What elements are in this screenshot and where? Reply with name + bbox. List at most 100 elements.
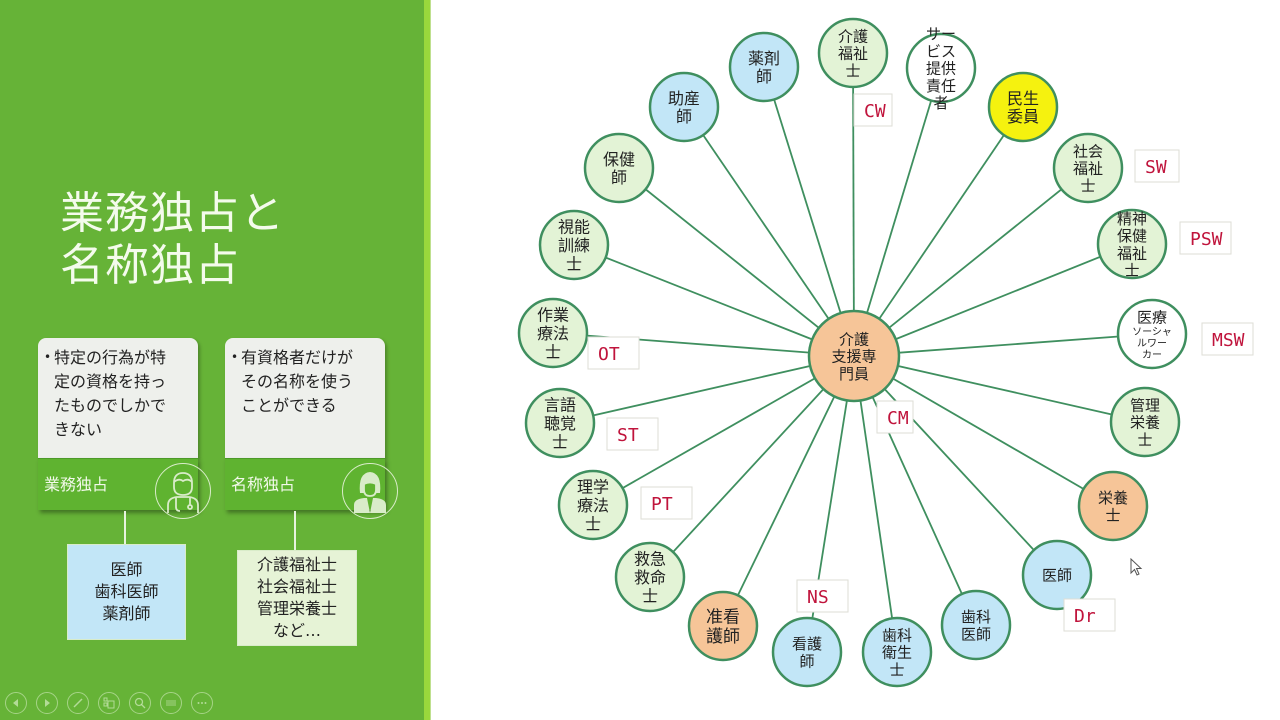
svg-text:歯科: 歯科 [961, 608, 991, 626]
svg-text:士: 士 [552, 432, 568, 451]
card-description: • 有資格者だけが その名称を使う ことができる [225, 338, 385, 458]
svg-text:ルワー: ルワー [1137, 338, 1167, 349]
see-all-slides-button[interactable] [98, 692, 120, 714]
gyomu-dokusen-examples: 医師 歯科医師 薬剤師 [67, 544, 186, 640]
node-ishi: 医師 [1021, 539, 1093, 611]
svg-text:士: 士 [1080, 177, 1095, 195]
svg-text:民生: 民生 [1007, 89, 1039, 108]
svg-text:CW: CW [864, 101, 886, 122]
svg-text:PT: PT [651, 494, 673, 515]
svg-text:士: 士 [1137, 431, 1152, 449]
node-kanri-eiyoshi: 管理栄養士 [1109, 386, 1181, 458]
node-shakai-fukushishi: 社会福祉士 [1052, 132, 1124, 204]
mouse-cursor-icon [1130, 558, 1143, 576]
svg-text:ビス: ビス [926, 42, 956, 60]
svg-text:MSW: MSW [1212, 330, 1245, 351]
svg-text:OT: OT [598, 344, 620, 365]
svg-text:医師: 医師 [1042, 567, 1072, 585]
svg-text:介護: 介護 [838, 27, 868, 45]
svg-text:医師: 医師 [961, 625, 991, 643]
svg-text:聴覚: 聴覚 [544, 414, 576, 433]
svg-text:SW: SW [1145, 157, 1167, 178]
svg-text:理学: 理学 [577, 478, 609, 497]
previous-slide-button[interactable] [5, 692, 27, 714]
subtitles-button[interactable] [160, 692, 182, 714]
bullet-icon: • [44, 350, 52, 364]
svg-text:栄養: 栄養 [1130, 414, 1160, 432]
svg-text:福祉: 福祉 [1117, 244, 1147, 262]
svg-text:師: 師 [676, 107, 692, 126]
abbr-msw: MSW [1201, 322, 1254, 356]
svg-text:保健: 保健 [1117, 227, 1147, 245]
svg-text:者: 者 [933, 94, 948, 112]
svg-text:サー: サー [926, 25, 956, 43]
abbr-st: ST [606, 417, 659, 451]
svg-text:委員: 委員 [1007, 107, 1039, 126]
svg-text:師: 師 [611, 168, 627, 187]
svg-text:士: 士 [845, 62, 860, 80]
svg-text:歯科: 歯科 [882, 626, 912, 644]
next-slide-button[interactable] [36, 692, 58, 714]
svg-text:士: 士 [642, 586, 658, 605]
svg-text:PSW: PSW [1190, 229, 1223, 250]
svg-text:医療: 医療 [1137, 308, 1167, 326]
node-kangoshi: 看護師 [771, 616, 843, 688]
node-josanshi: 助産師 [648, 71, 720, 143]
magnifier-icon [134, 697, 146, 709]
svg-text:士: 士 [545, 342, 561, 361]
pen-tool-button[interactable] [67, 692, 89, 714]
woman-professional-icon [342, 463, 398, 519]
card-bullet-text: 有資格者だけが その名称を使う ことができる [241, 348, 354, 415]
connector-line [124, 511, 126, 545]
abbr-pt: PT [640, 486, 693, 520]
svg-text:助産: 助産 [668, 89, 700, 108]
svg-text:ソーシャ: ソーシャ [1132, 327, 1172, 338]
svg-text:門員: 門員 [839, 365, 869, 383]
svg-text:師: 師 [799, 652, 814, 670]
more-options-button[interactable] [191, 692, 213, 714]
card-meisho-dokusen: • 有資格者だけが その名称を使う ことができる 名称独占 [225, 338, 398, 519]
abbr-ot: OT [587, 336, 640, 370]
svg-text:NS: NS [807, 587, 829, 608]
node-shika-ishi: 歯科医師 [940, 589, 1012, 661]
svg-text:療法: 療法 [537, 324, 569, 343]
abbr-cw: CW [853, 93, 893, 127]
svg-text:ST: ST [617, 425, 639, 446]
svg-text:療法: 療法 [577, 496, 609, 515]
node-kaigo-fukushishi: 介護福祉士 [817, 17, 889, 89]
svg-text:介護: 介護 [839, 330, 869, 348]
svg-text:士: 士 [585, 514, 601, 533]
svg-text:福祉: 福祉 [838, 45, 868, 63]
svg-text:救命: 救命 [634, 568, 666, 587]
svg-text:視能: 視能 [558, 218, 590, 237]
accent-bar [424, 0, 430, 720]
screen-icon [166, 700, 176, 706]
professions-radial-diagram: 介護福祉士サービス提供責任者民生委員社会福祉士精神保健福祉士医療ソーシャルワーカ… [431, 0, 1280, 720]
zoom-button[interactable] [129, 692, 151, 714]
doctor-icon [155, 463, 211, 519]
arrow-right-icon [45, 699, 50, 707]
ellipsis-icon [197, 702, 207, 704]
svg-text:提供: 提供 [926, 60, 956, 78]
slides-grid-icon [103, 697, 115, 709]
connector-line [294, 511, 296, 551]
svg-text:福祉: 福祉 [1073, 160, 1103, 178]
abbr-ns: NS [796, 579, 849, 613]
arrow-left-icon [13, 699, 18, 707]
svg-text:訓練: 訓練 [558, 236, 590, 255]
abbr-cm: CM [876, 400, 914, 434]
svg-text:作業: 作業 [537, 306, 569, 325]
svg-text:CM: CM [887, 408, 909, 429]
pen-icon [73, 698, 83, 708]
bullet-icon: • [231, 350, 239, 364]
svg-text:管理: 管理 [1130, 396, 1160, 414]
svg-text:衛生: 衛生 [882, 644, 912, 662]
